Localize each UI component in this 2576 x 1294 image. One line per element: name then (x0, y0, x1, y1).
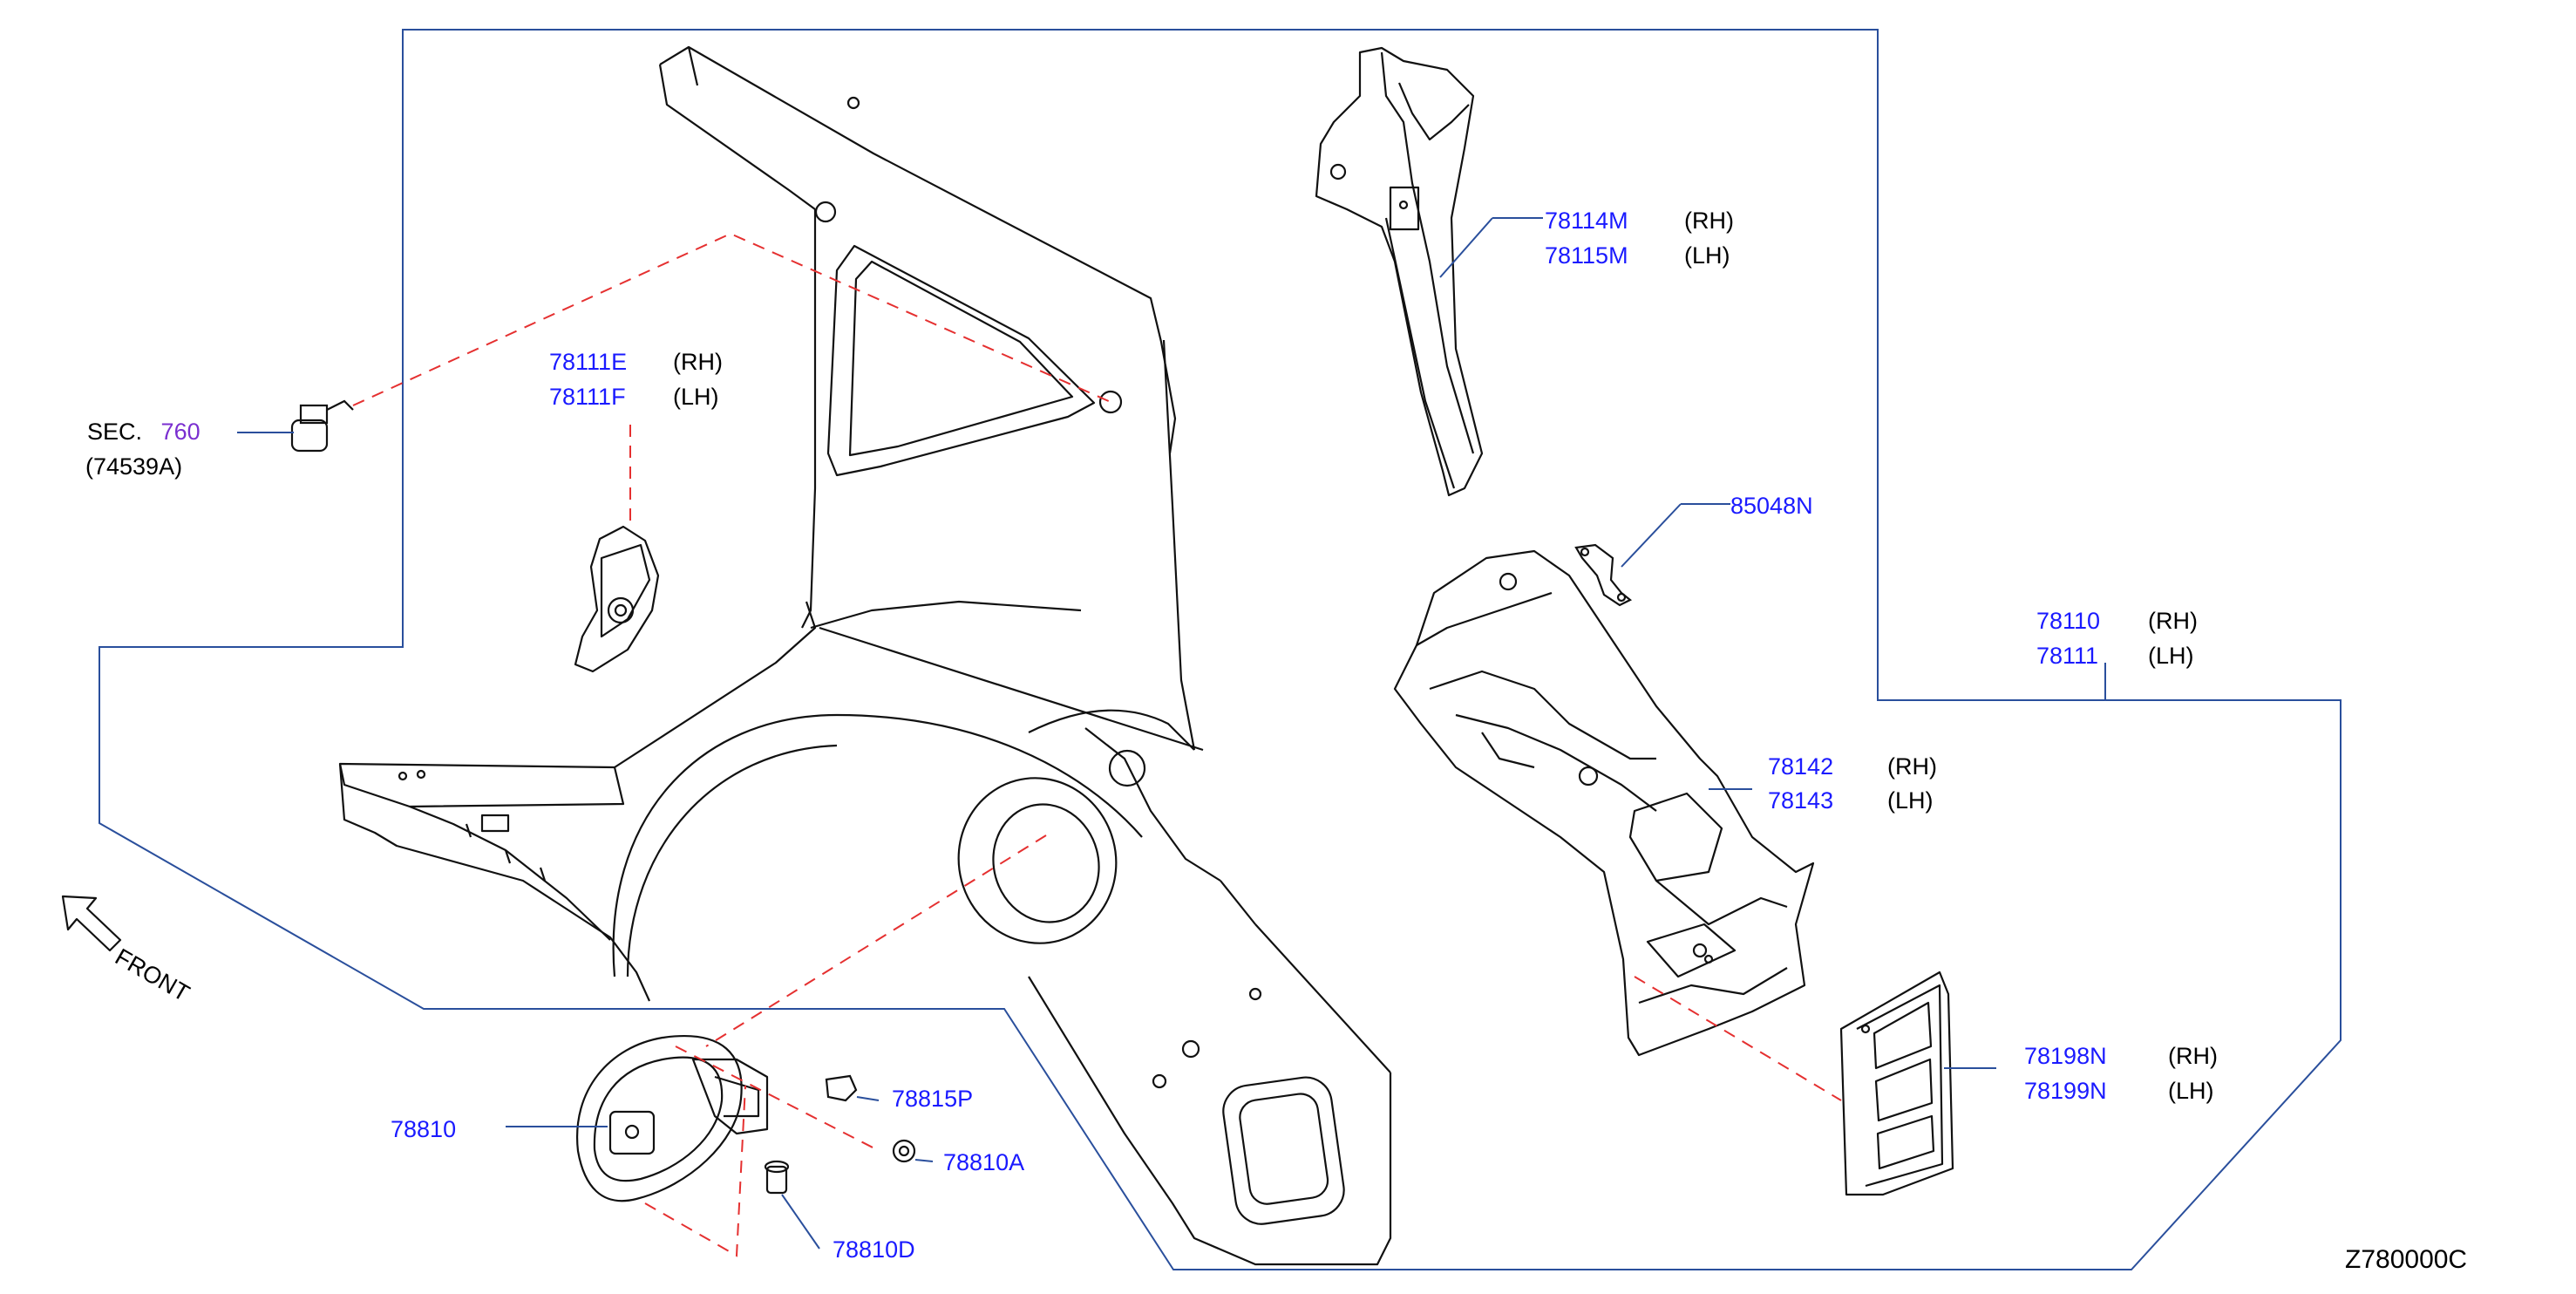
callout-78815P[interactable]: 78815P (892, 1086, 974, 1112)
bumper-78810A[interactable] (892, 1139, 916, 1163)
callout-78110[interactable]: 78110 (2036, 608, 2101, 634)
bolt-74539A[interactable] (290, 399, 354, 453)
callout-78198N[interactable]: 78198N (2024, 1043, 2107, 1069)
side-78199N: (LH) (2168, 1078, 2214, 1104)
inner-wheelhouse-78142[interactable] (1393, 549, 1815, 1057)
assembly-boundary (99, 29, 2342, 1270)
clip-78815P[interactable] (825, 1074, 858, 1102)
section-subpart: (74539A) (85, 453, 183, 480)
quarter-panel-outer[interactable] (338, 45, 1392, 1266)
pillar-reinforcement-78114M[interactable] (1315, 46, 1484, 497)
side-78143: (LH) (1887, 787, 1934, 814)
assembly-dashed-lines (352, 232, 1842, 1257)
callout-78142[interactable]: 78142 (1768, 753, 1834, 780)
bracket-85048N[interactable] (1574, 543, 1633, 607)
side-78142: (RH) (1887, 753, 1937, 780)
callout-78114M[interactable]: 78114M (1545, 208, 1628, 234)
callout-78810A[interactable]: 78810A (943, 1149, 1025, 1175)
section-ref[interactable]: SEC. 760 (87, 419, 201, 445)
callout-78199N[interactable]: 78199N (2024, 1078, 2107, 1104)
callout-78115M[interactable]: 78115M (1545, 242, 1628, 269)
side-78114M: (RH) (1684, 208, 1734, 234)
filler-pocket-78111E[interactable] (574, 525, 660, 673)
side-78115M: (LH) (1684, 242, 1730, 269)
fuel-filler-lid-78810[interactable] (575, 1035, 769, 1202)
side-78111F: (LH) (673, 384, 719, 410)
section-prefix: SEC. (87, 419, 143, 445)
diagram-code: Z780000C (2345, 1245, 2468, 1274)
arrow-up-left-icon (61, 895, 122, 952)
side-78111: (LH) (2148, 643, 2194, 669)
callout-85048N[interactable]: 85048N (1730, 493, 1813, 519)
callout-78810D[interactable]: 78810D (833, 1236, 915, 1263)
callout-78111[interactable]: 78111 (2036, 643, 2099, 669)
extension-panel-78198N[interactable] (1839, 970, 1954, 1196)
side-78111E: (RH) (673, 349, 723, 375)
callout-78810[interactable]: 78810 (391, 1116, 457, 1142)
side-78198N: (RH) (2168, 1043, 2218, 1069)
section-number[interactable]: 760 (160, 419, 201, 445)
leader-lines (237, 217, 2106, 1250)
callout-78111E[interactable]: 78111E (549, 349, 628, 375)
callout-78143[interactable]: 78143 (1768, 787, 1834, 814)
side-78110: (RH) (2148, 608, 2198, 634)
callout-78111F[interactable]: 78111F (549, 384, 626, 410)
stopper-78810D[interactable] (764, 1160, 790, 1195)
